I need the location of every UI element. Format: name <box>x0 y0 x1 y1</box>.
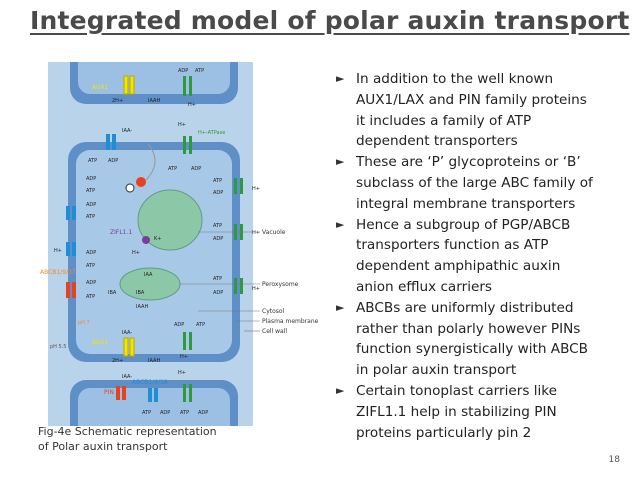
svg-text:K+: K+ <box>154 236 161 242</box>
slide-title: Integrated model of polar auxin transpor… <box>30 6 630 35</box>
svg-text:ADP: ADP <box>213 236 223 242</box>
bullet-item: ► Hence a subgroup of PGP/ABCB transport… <box>336 216 571 295</box>
svg-text:ADP: ADP <box>191 166 201 172</box>
svg-text:ATP: ATP <box>86 214 95 220</box>
figure-caption: Fig-4e Schematic representation of Polar… <box>38 424 298 454</box>
svg-text:ATP: ATP <box>180 410 189 416</box>
svg-text:ADP: ADP <box>213 290 223 296</box>
abcb1419-label: ABCB1/4/19 <box>132 379 168 386</box>
svg-text:H+: H+ <box>54 248 62 254</box>
aux1-top-label: AUX1 <box>92 84 109 91</box>
svg-text:IAA-: IAA- <box>122 374 132 380</box>
svg-text:ADP: ADP <box>86 250 96 256</box>
svg-text:ADP: ADP <box>213 190 223 196</box>
svg-text:IBA: IBA <box>108 290 117 296</box>
bullet-list: ► In addition to the well known AUX1/LAX… <box>336 69 636 443</box>
legend-plasma-membrane: Plasma membrane <box>262 318 319 325</box>
bullet-item: ► In addition to the well known AUX1/LAX… <box>336 71 587 150</box>
pin-label: PIN <box>104 389 114 396</box>
svg-text:ATP: ATP <box>86 263 95 269</box>
arrow-right-icon: ► <box>336 383 345 397</box>
legend-peroxysome: Peroxysome <box>262 281 299 288</box>
svg-text:H+: H+ <box>132 250 140 256</box>
svg-text:IAAH: IAAH <box>148 98 160 104</box>
auxin-transport-figure: AUX1 2H+ IAAH ADP ATP H+ IAA- H+ H+-ATPa… <box>38 42 368 450</box>
abcb1937-label: ABCB1/9/37 <box>40 269 76 276</box>
svg-text:H+: H+ <box>252 286 260 292</box>
svg-text:ATP: ATP <box>86 188 95 194</box>
svg-text:ATP: ATP <box>196 322 205 328</box>
svg-text:H+: H+ <box>188 102 196 108</box>
svg-text:H+: H+ <box>180 354 188 360</box>
svg-text:2H+: 2H+ <box>112 98 123 104</box>
svg-text:H+: H+ <box>178 122 186 128</box>
svg-text:H+: H+ <box>252 186 260 192</box>
svg-text:ADP: ADP <box>86 202 96 208</box>
page-number: 18 <box>608 455 620 465</box>
caption-line: of Polar auxin transport <box>38 440 168 453</box>
svg-text:ADP: ADP <box>108 158 118 164</box>
svg-text:ADP: ADP <box>160 410 170 416</box>
svg-text:IAA-: IAA- <box>122 330 132 336</box>
svg-text:ATP: ATP <box>195 68 204 74</box>
caption-line: Fig-4e Schematic representation <box>38 425 217 438</box>
svg-text:ADP: ADP <box>198 410 208 416</box>
svg-text:ATP: ATP <box>213 276 222 282</box>
legend-vacuole: Vacuole <box>262 229 286 236</box>
bullet-item: ► ABCBs are uniformly distributed rather… <box>336 299 588 379</box>
svg-text:pH 7: pH 7 <box>78 320 90 326</box>
svg-text:IAAH: IAAH <box>148 358 160 364</box>
svg-text:ADP: ADP <box>178 68 188 74</box>
svg-text:H+-ATPase: H+-ATPase <box>198 130 225 136</box>
svg-text:ADP: ADP <box>86 176 96 182</box>
aux1-bottom-label: AUX1 <box>92 339 109 346</box>
zifl-label: ZIFL1.1 <box>110 229 132 236</box>
svg-text:ATP: ATP <box>213 178 222 184</box>
svg-text:H+: H+ <box>252 230 260 236</box>
bullet-item: ► These are ‘P’ glycoproteins or ‘B’ sub… <box>336 154 593 212</box>
svg-text:IAA-: IAA- <box>122 128 132 134</box>
arrow-right-icon: ► <box>336 300 345 314</box>
svg-text:ATP: ATP <box>168 166 177 172</box>
svg-text:ADP: ADP <box>174 322 184 328</box>
svg-text:2H+: 2H+ <box>112 358 123 364</box>
svg-text:ATP: ATP <box>142 410 151 416</box>
vacuole <box>137 189 203 251</box>
svg-text:H+: H+ <box>178 370 186 376</box>
legend-cytosol: Cytosol <box>262 308 285 315</box>
svg-text:ATP: ATP <box>86 294 95 300</box>
svg-text:pH 5.5: pH 5.5 <box>50 344 66 350</box>
legend-cell-wall: Cell wall <box>262 328 287 335</box>
arrow-right-icon: ► <box>336 72 345 85</box>
svg-text:IAAH: IAAH <box>136 304 148 310</box>
arrow-right-icon: ► <box>336 217 345 231</box>
svg-text:IAA: IAA <box>144 272 153 278</box>
svg-text:IBA: IBA <box>136 290 145 296</box>
arrow-right-icon: ► <box>336 155 345 169</box>
bullet-item: ► Certain tonoplast carriers like ZIFL1.… <box>336 382 558 441</box>
svg-text:ATP: ATP <box>213 223 222 229</box>
svg-text:ADP: ADP <box>86 280 96 286</box>
svg-text:ATP: ATP <box>88 158 97 164</box>
